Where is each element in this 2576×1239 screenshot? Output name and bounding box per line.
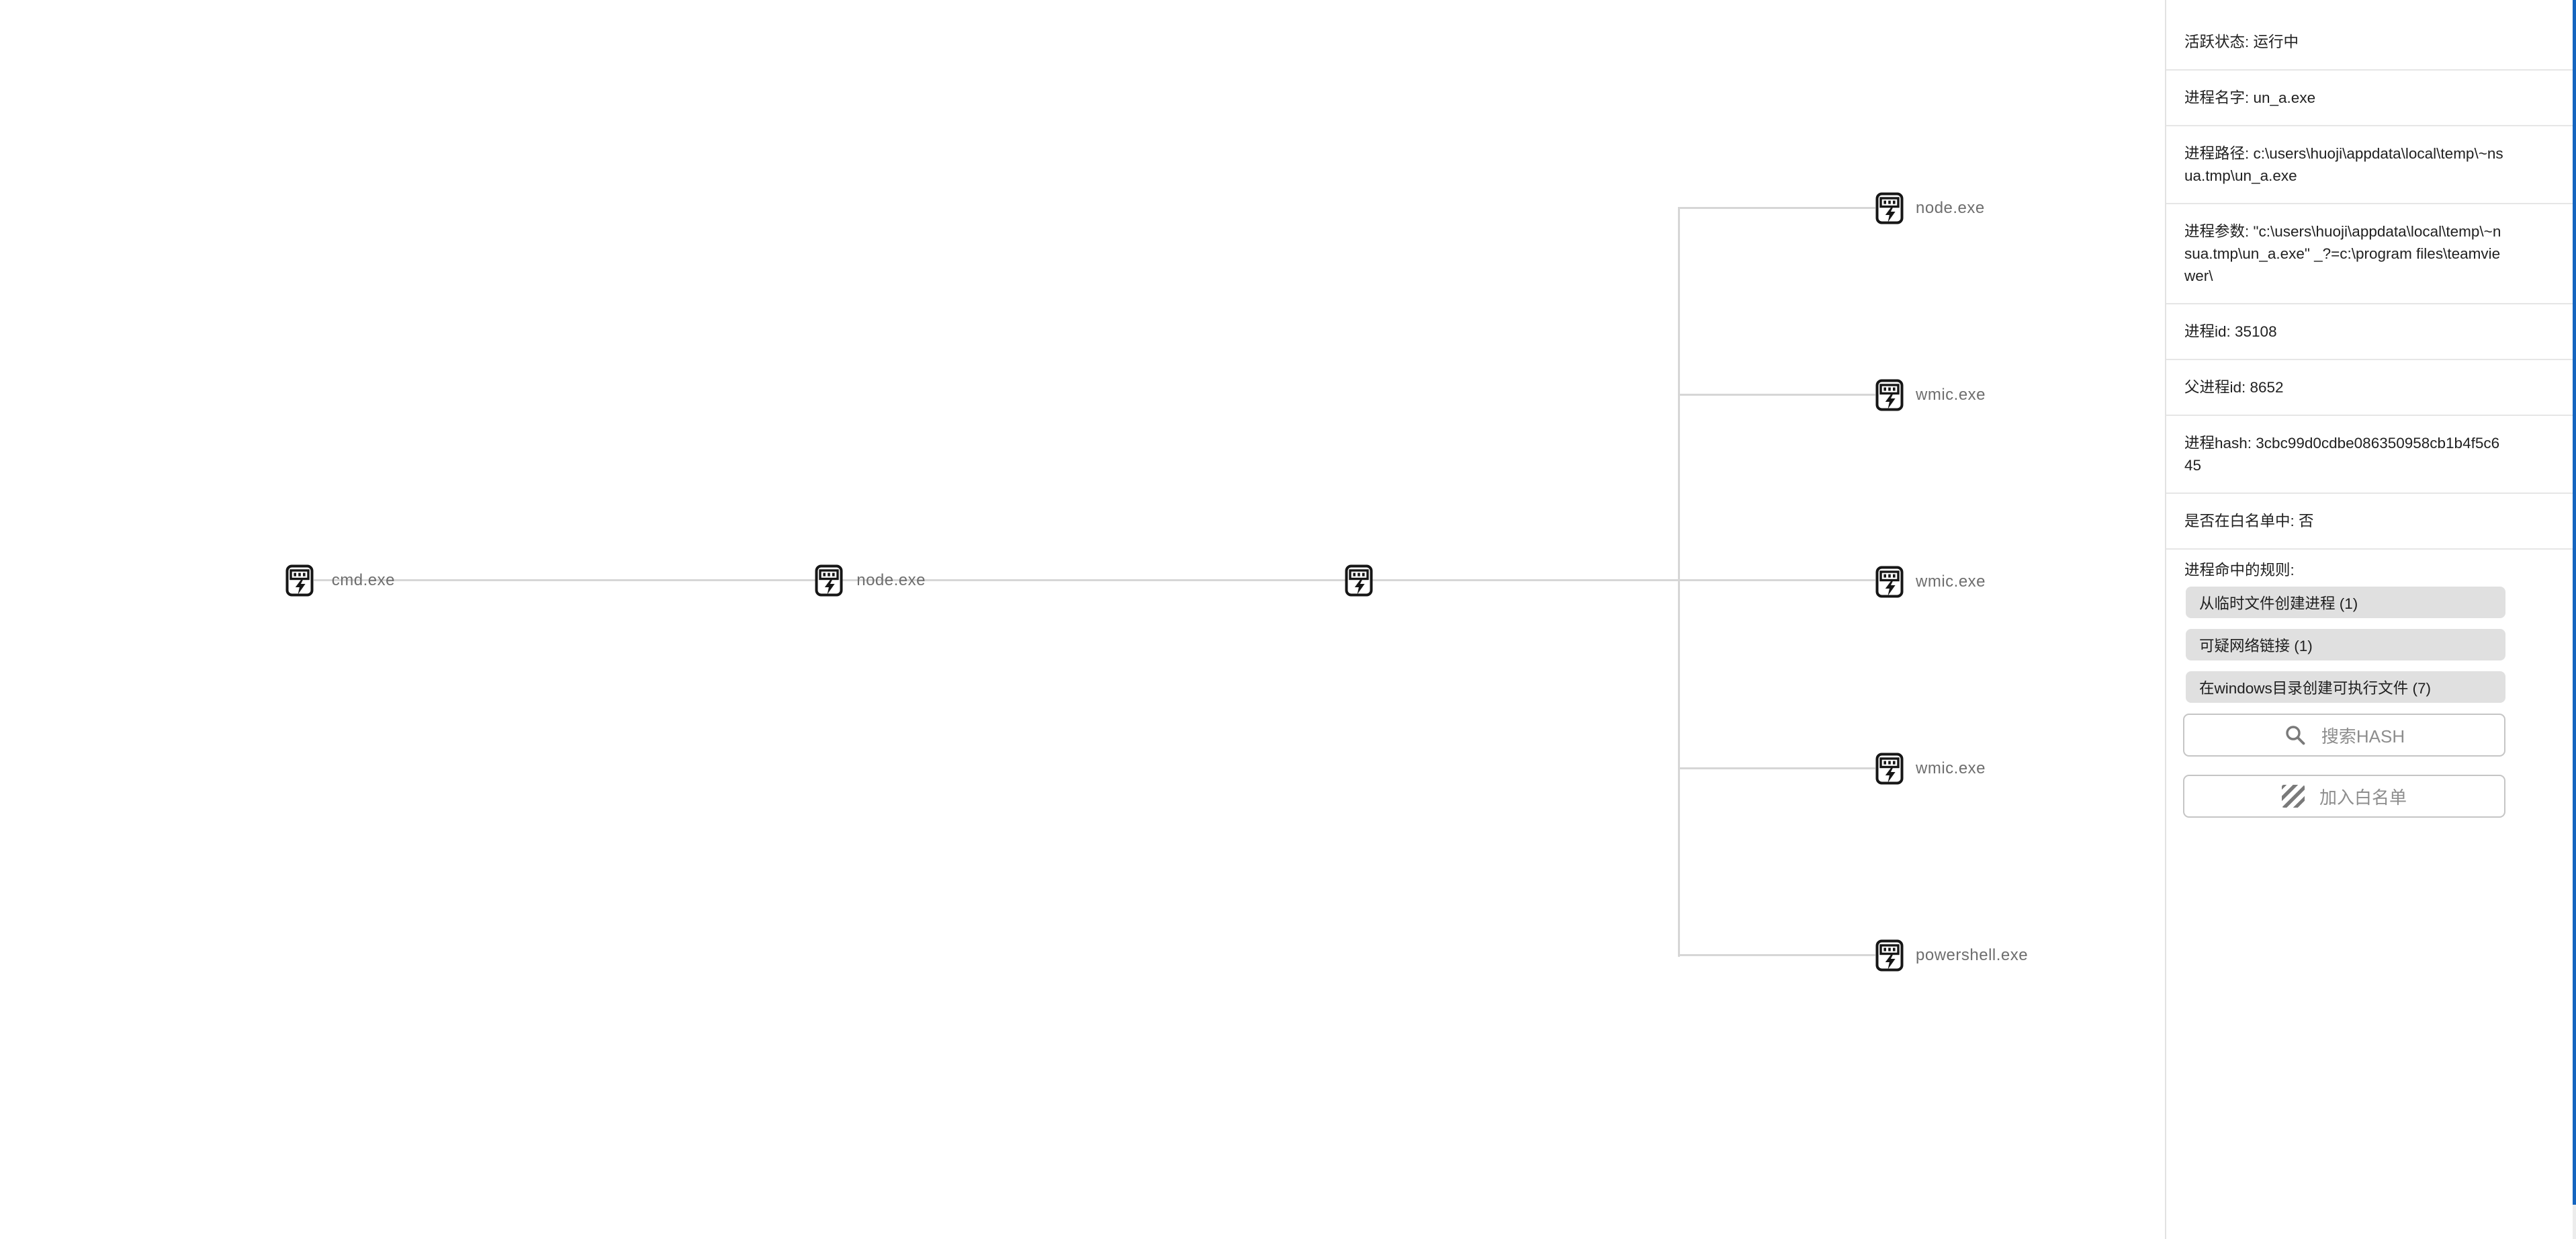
tree-connector-main-horizontal: [314, 579, 1875, 581]
process-node-label: node.exe: [856, 571, 926, 589]
texture-icon: [2281, 785, 2305, 808]
rule-chip[interactable]: 从临时文件创建进程 (1): [2186, 587, 2505, 618]
field-process-id: 进程id: 35108: [2166, 304, 2576, 360]
field-parent-id: 父进程id: 8652: [2166, 360, 2576, 416]
scrollbar-thumb[interactable]: [2573, 0, 2576, 1205]
process-node-label: cmd.exe: [331, 571, 395, 589]
process-node-label: node.exe: [1916, 199, 1985, 217]
process-node-label: wmic.exe: [1916, 759, 1986, 777]
search-hash-button[interactable]: 搜索HASH: [2183, 714, 2505, 757]
process-icon[interactable]: [285, 564, 314, 597]
field-process-path: 进程路径: c:\users\huoji\appdata\local\temp\…: [2166, 126, 2576, 204]
rule-chip[interactable]: 可疑网络链接 (1): [2186, 629, 2505, 660]
process-node-label: powershell.exe: [1916, 946, 2029, 964]
details-sidebar: 活跃状态: 运行中 进程名字: un_a.exe 进程路径: c:\users\…: [2165, 0, 2576, 1239]
tree-connector-child-1: [1678, 207, 1875, 209]
search-icon: [2286, 726, 2305, 745]
process-node-label: wmic.exe: [1916, 572, 1986, 591]
field-process-name: 进程名字: un_a.exe: [2166, 71, 2576, 126]
search-hash-label: 搜索HASH: [2321, 726, 2405, 746]
add-whitelist-label: 加入白名单: [2319, 787, 2407, 808]
add-whitelist-button[interactable]: 加入白名单: [2183, 775, 2505, 818]
process-icon[interactable]: [1875, 192, 1904, 224]
rules-section-label: 进程命中的规则:: [2184, 562, 2295, 579]
process-node-label: wmic.exe: [1916, 386, 1986, 404]
process-icon[interactable]: [815, 564, 843, 597]
process-icon[interactable]: [1875, 939, 1904, 972]
tree-connector-child-4: [1678, 767, 1875, 769]
process-icon[interactable]: [1875, 379, 1904, 411]
field-whitelist-flag: 是否在白名单中: 否: [2166, 494, 2576, 550]
process-tree-canvas: explorer.exe cmd.exe node.exe node.exe w…: [285, 192, 2029, 972]
tree-connector-child-2: [1678, 394, 1875, 396]
field-process-hash: 进程hash: 3cbc99d0cdbe086350958cb1b4f5c645: [2166, 416, 2576, 494]
rule-chip[interactable]: 在windows目录创建可执行文件 (7): [2186, 671, 2505, 703]
tree-connector-vertical: [1678, 207, 1680, 957]
process-icon[interactable]: [1875, 753, 1904, 785]
process-icon[interactable]: [1345, 564, 1373, 597]
tree-connector-child-5: [1678, 954, 1875, 956]
field-process-args: 进程参数: "c:\users\huoji\appdata\local\temp…: [2166, 204, 2576, 304]
field-active-state: 活跃状态: 运行中: [2166, 15, 2576, 71]
process-icon[interactable]: [1875, 566, 1904, 598]
scrollbar-track[interactable]: [2573, 0, 2576, 1239]
